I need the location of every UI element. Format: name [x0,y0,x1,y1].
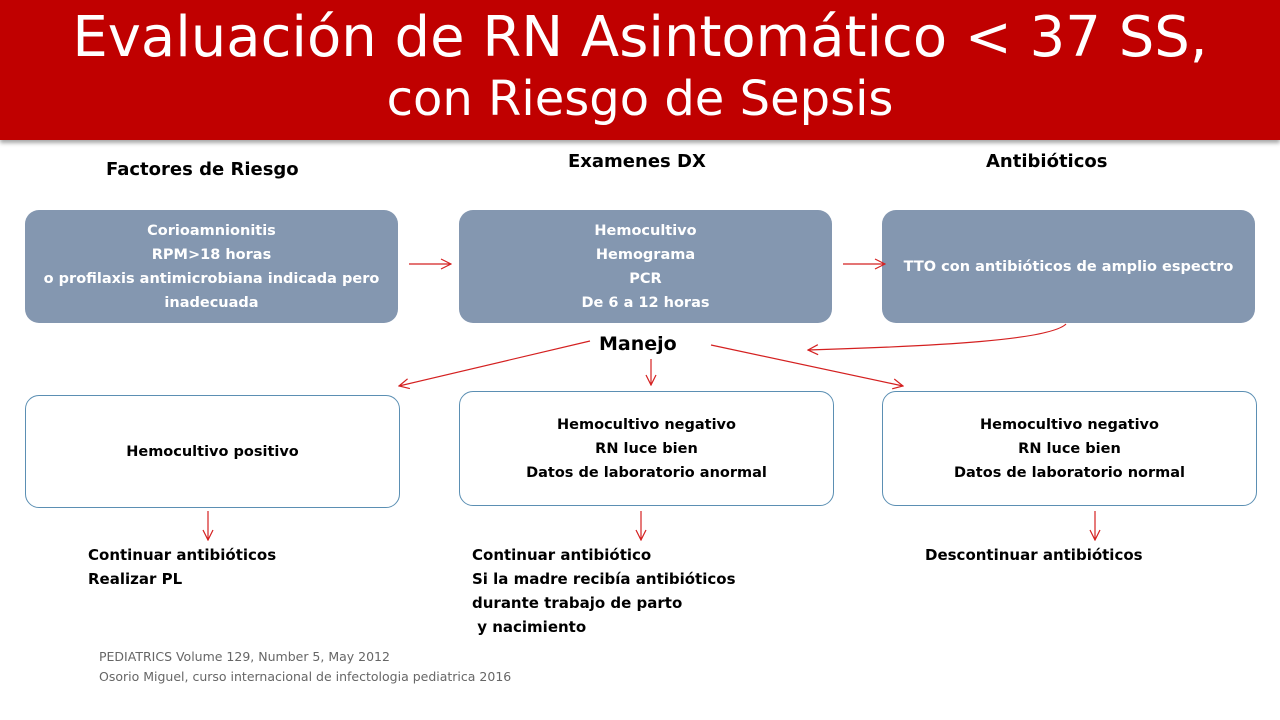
header-examenes-dx: Examenes DX [568,151,706,172]
action-positivo: Continuar antibióticos Realizar PL [88,543,276,591]
reference-line: PEDIATRICS Volume 129, Number 5, May 201… [99,649,390,664]
box-line: inadecuada [164,294,259,311]
header-antibioticos: Antibióticos [986,151,1108,172]
box-hemocultivo-positivo: Hemocultivo positivo [25,395,400,508]
box-line: PCR [629,270,662,287]
action-line: Si la madre recibía antibióticos [472,570,736,588]
box-line: Datos de laboratorio anormal [526,464,767,481]
box-hemocultivo-negativo-normal: Hemocultivo negativo RN luce bien Datos … [882,391,1257,506]
box-examenes-dx: Hemocultivo Hemograma PCR De 6 a 12 hora… [459,210,832,323]
action-line: Continuar antibiótico [472,546,652,564]
box-line: RN luce bien [595,440,698,457]
box-line: Hemocultivo [594,222,697,239]
action-line: Continuar antibióticos [88,546,277,564]
arrow-tto-to-manejo [808,323,1067,350]
action-anormal: Continuar antibiótico Si la madre recibí… [472,543,736,639]
action-line: y nacimiento [472,618,587,636]
box-line: Hemocultivo negativo [557,416,736,433]
arrow-manejo-to-positivo [399,340,591,386]
box-line: Hemocultivo positivo [126,443,299,460]
box-line: Hemocultivo negativo [980,416,1159,433]
manejo-label: Manejo [599,333,677,355]
box-line: Hemograma [595,246,696,263]
box-hemocultivo-negativo-anormal: Hemocultivo negativo RN luce bien Datos … [459,391,834,506]
box-line: o profilaxis antimicrobiana indicada per… [43,270,380,287]
title-line-1: Evaluación de RN Asintomático < 37 SS, [72,5,1208,70]
box-line: De 6 a 12 horas [581,294,710,311]
box-line: Datos de laboratorio normal [953,464,1185,481]
action-line: Realizar PL [88,570,183,588]
action-line: durante trabajo de parto [472,594,683,612]
box-factores-de-riesgo: Corioamnionitis RPM>18 horas o profilaxi… [25,210,398,323]
reference-line: Osorio Miguel, curso internacional de in… [99,669,512,684]
title-line-2: con Riesgo de Sepsis [386,71,894,127]
box-line: TTO con antibióticos de amplio espectro [903,258,1234,275]
references: PEDIATRICS Volume 129, Number 5, May 201… [99,647,511,687]
action-line: Descontinuar antibióticos [925,546,1143,564]
box-tto-antibioticos: TTO con antibióticos de amplio espectro [882,210,1255,323]
box-line: Corioamnionitis [147,222,276,239]
header-factores-de-riesgo: Factores de Riesgo [106,159,299,180]
arrow-manejo-to-normal [710,344,903,386]
box-line: RPM>18 horas [151,246,272,263]
box-line: RN luce bien [1018,440,1121,457]
action-normal: Descontinuar antibióticos [925,543,1143,567]
title-banner: Evaluación de RN Asintomático < 37 SS, c… [0,0,1280,140]
